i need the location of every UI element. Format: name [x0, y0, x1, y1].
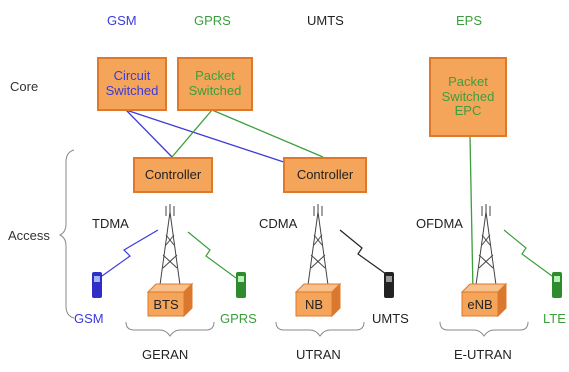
- phone-lte-icon: [552, 272, 562, 298]
- controller-2-label: Controller: [296, 166, 354, 182]
- nb-label: NB: [304, 297, 324, 312]
- packet-switched-epc-label: Packet Switched EPC: [441, 73, 495, 119]
- access-brace: [58, 149, 75, 319]
- packet-switched-epc-box: Packet Switched EPC: [429, 57, 507, 137]
- link-packet-to-controller1: [171, 109, 213, 158]
- bts-label: BTS: [153, 297, 179, 312]
- packet-switched-label: Packet Switched: [188, 68, 242, 98]
- ran-group-geran: GERAN: [142, 347, 189, 362]
- enb-label: eNB: [467, 297, 493, 312]
- link-circuit-to-controller1: [125, 109, 173, 158]
- controller-1-label: Controller: [144, 166, 202, 182]
- access-tech-ofdma: OFDMA: [416, 216, 463, 231]
- circuit-switched-label: Circuit Switched: [105, 68, 159, 98]
- header-gsm: GSM: [107, 13, 137, 28]
- phone-gsm-icon: [92, 272, 102, 298]
- tower-nb: [307, 204, 329, 286]
- tower-enb: [475, 204, 497, 286]
- radio-link-umts: [339, 229, 387, 275]
- ran-group-eutran: E-UTRAN: [454, 347, 512, 362]
- link-epc-to-enb: [469, 135, 474, 293]
- layer-access-label: Access: [8, 228, 50, 243]
- nb-cube: [294, 282, 342, 318]
- access-tech-cdma: CDMA: [259, 216, 298, 231]
- ran-group-utran: UTRAN: [296, 347, 341, 362]
- layer-core-label: Core: [10, 79, 39, 94]
- header-gprs: GPRS: [194, 13, 231, 28]
- phone-label-gsm: GSM: [74, 311, 104, 326]
- geran-brace: [125, 321, 215, 337]
- radio-link-lte: [503, 229, 553, 277]
- header-eps: EPS: [456, 13, 483, 28]
- controller-1-box: Controller: [133, 157, 213, 193]
- link-packet-to-controller2: [211, 109, 324, 158]
- enb-cube: [460, 282, 508, 318]
- radio-link-gsm: [101, 229, 159, 277]
- bts-cube: [146, 282, 194, 318]
- phone-label-umts: UMTS: [372, 311, 409, 326]
- phone-umts-icon: [384, 272, 394, 298]
- packet-switched-box: Packet Switched: [177, 57, 253, 111]
- controller-2-box: Controller: [283, 157, 367, 193]
- utran-brace: [275, 321, 365, 337]
- tower-bts: [159, 204, 181, 286]
- header-umts: UMTS: [307, 13, 344, 28]
- access-tech-tdma: TDMA: [92, 216, 129, 231]
- radio-link-gprs: [187, 231, 237, 279]
- circuit-switched-box: Circuit Switched: [97, 57, 167, 111]
- phone-label-lte: LTE: [543, 311, 566, 326]
- phone-gprs-icon: [236, 272, 246, 298]
- eutran-brace: [439, 321, 529, 337]
- phone-label-gprs: GPRS: [220, 311, 257, 326]
